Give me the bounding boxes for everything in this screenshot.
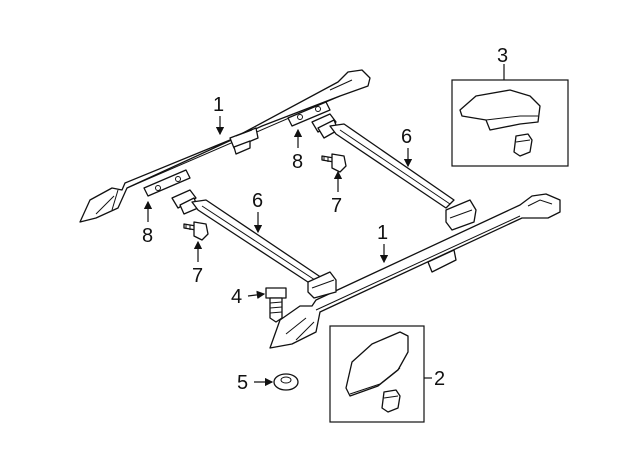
callout-rail-right: 1 — [377, 222, 388, 244]
screw-front — [183, 221, 209, 241]
crossbar-rear — [311, 113, 477, 231]
roof-rail-right — [269, 193, 561, 349]
roof-rail-left — [79, 69, 371, 223]
bracket-left — [143, 169, 191, 197]
callout-crossbar-front: 6 — [252, 190, 263, 212]
nut — [273, 373, 299, 391]
callout-rear-cover-kit: 3 — [497, 45, 508, 67]
rear-cover-kit-box — [451, 79, 569, 167]
leader-lines — [143, 64, 505, 387]
callout-bracket-right: 8 — [292, 151, 303, 173]
bolt — [265, 287, 287, 323]
callout-crossbar-rear: 6 — [401, 126, 412, 148]
crossbar-front — [171, 189, 337, 299]
callout-screw-rear: 7 — [331, 195, 342, 217]
front-cover-kit-box — [329, 325, 425, 423]
callout-bracket-left: 8 — [142, 225, 153, 247]
bracket-right — [287, 101, 331, 127]
callout-nut: 5 — [237, 372, 248, 394]
callout-front-cover-kit: 2 — [434, 368, 445, 390]
callout-rail-left: 1 — [213, 94, 224, 116]
callout-bolt: 4 — [231, 286, 242, 308]
screw-rear — [321, 153, 347, 173]
callout-screw-front: 7 — [192, 265, 203, 287]
